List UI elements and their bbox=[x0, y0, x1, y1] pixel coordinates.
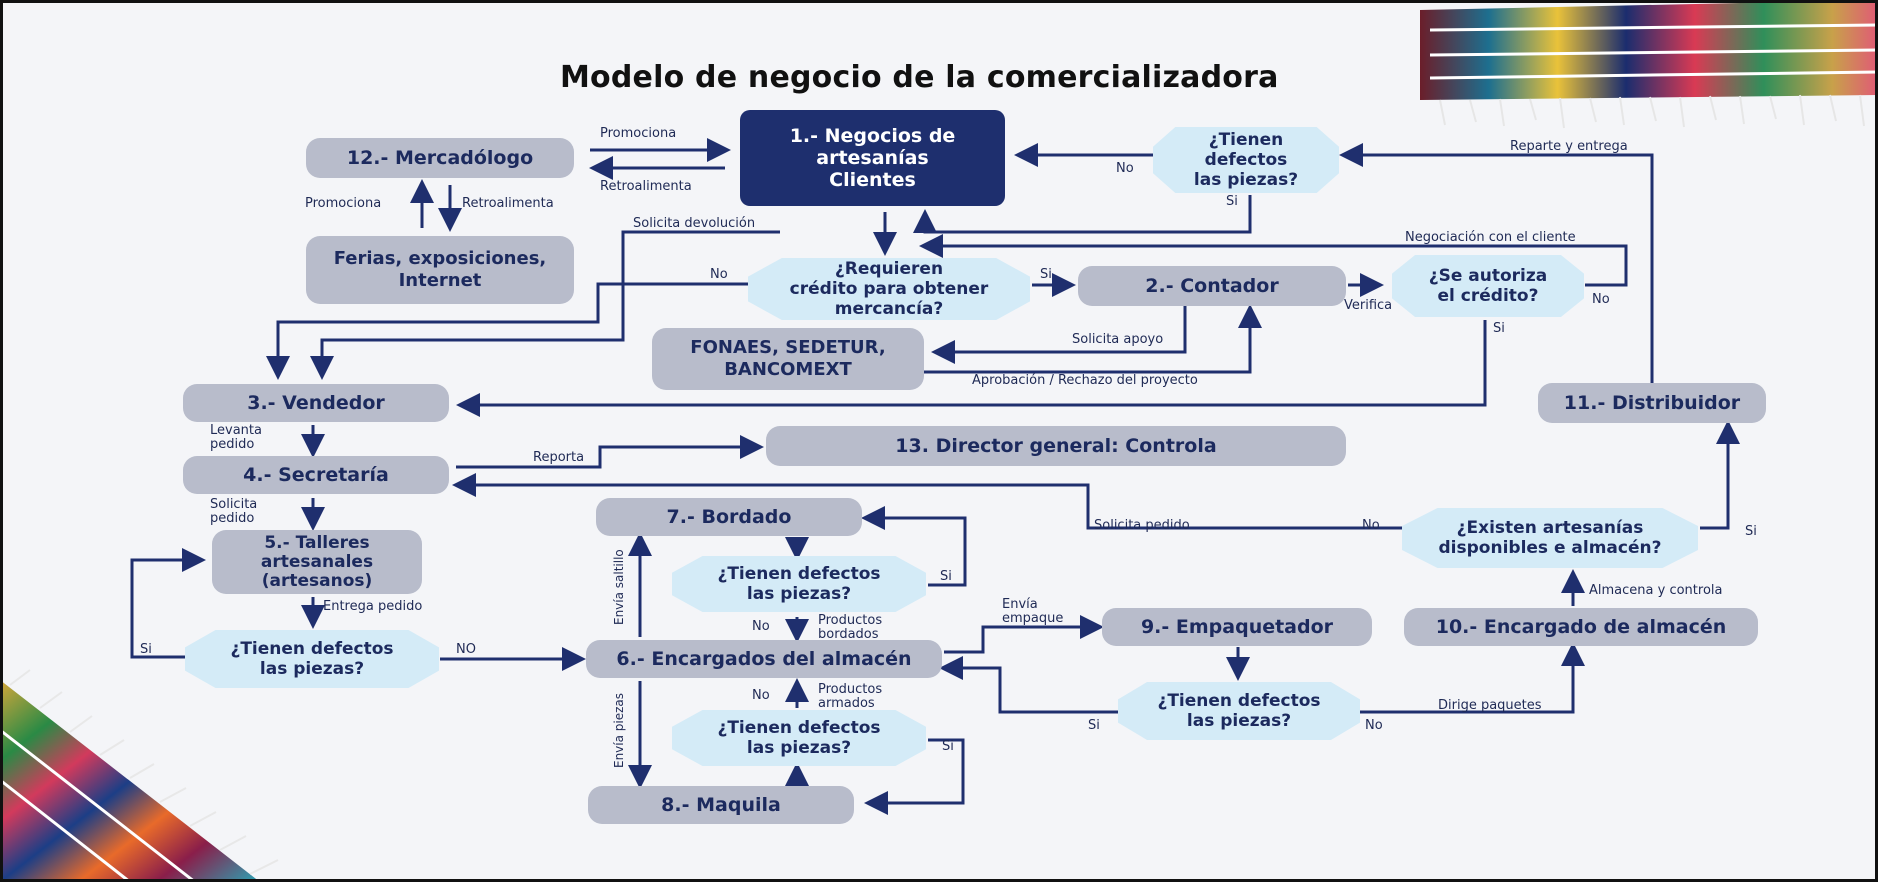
sarape-fabric-bottom-left bbox=[0, 669, 279, 882]
node-2-contador: 2.- Contador bbox=[1078, 266, 1346, 306]
label-aprobacion: Aprobación / Rechazo del proyecto bbox=[972, 373, 1198, 388]
decision-credito: ¿Requieren crédito para obtener mercancí… bbox=[748, 258, 1030, 320]
label-negociacion: Negociación con el cliente bbox=[1405, 230, 1576, 245]
label-levanta: Levanta pedido bbox=[210, 423, 262, 452]
diagram-title: Modelo de negocio de la comercializadora bbox=[560, 60, 1279, 95]
label-promociona-side: Promociona bbox=[305, 196, 382, 211]
node-fonaes: FONAES, SEDETUR, BANCOMEXT bbox=[652, 328, 924, 390]
label-reparte: Reparte y entrega bbox=[1510, 139, 1628, 154]
decision-defectos-empaque: ¿Tienen defectos las piezas? bbox=[1118, 682, 1360, 740]
node-13-director: 13. Director general: Controla bbox=[766, 426, 1346, 466]
decision-defectos-maquila: ¿Tienen defectos las piezas? bbox=[672, 710, 926, 766]
label-no-credito: No bbox=[710, 267, 728, 282]
node-4-secretaria: 4.- Secretaría bbox=[183, 456, 449, 494]
label-si-defectos-top: Si bbox=[1226, 194, 1238, 209]
node-3-vendedor: 3.- Vendedor bbox=[183, 384, 449, 422]
label-si-bordado: Si bbox=[940, 569, 952, 584]
label-solicita-devolucion: Solicita devolución bbox=[633, 216, 756, 231]
decision-defectos-top: ¿Tienen defectos las piezas? bbox=[1153, 127, 1339, 193]
label-solicita-pedido-4: Solicita pedido bbox=[210, 497, 258, 526]
label-si-empaque: Si bbox=[1088, 718, 1100, 733]
label-no-maquila: No bbox=[752, 688, 770, 703]
label-dirige: Dirige paquetes bbox=[1438, 698, 1542, 713]
label-productos-bordados: Productos bordados bbox=[818, 613, 883, 642]
decision-existen: ¿Existen artesanías disponibles e almacé… bbox=[1402, 508, 1698, 568]
label-almacena: Almacena y controla bbox=[1589, 583, 1723, 598]
label-no-defectos-top: No bbox=[1116, 161, 1134, 176]
label-si-autoriza: Si bbox=[1493, 321, 1505, 336]
label-no-existen: No bbox=[1362, 518, 1380, 533]
label-si-maquila: Si bbox=[942, 739, 954, 754]
decision-defectos-bordado: ¿Tienen defectos las piezas? bbox=[672, 556, 926, 612]
label-envia-empaque: Envía empaque bbox=[1002, 597, 1064, 626]
node-ferias: Ferias, exposiciones, Internet bbox=[306, 236, 574, 304]
label-entrega-pedido: Entrega pedido bbox=[323, 599, 423, 614]
label-envia-saltillo: Envía saltillo bbox=[612, 549, 626, 625]
node-10-almacen: 10.- Encargado de almacén bbox=[1404, 608, 1758, 646]
label-retroalimenta-side: Retroalimenta bbox=[462, 196, 554, 211]
node-1-clientes: 1.- Negocios de artesanías Clientes bbox=[740, 110, 1005, 206]
label-reporta: Reporta bbox=[533, 450, 585, 465]
node-8-maquila: 8.- Maquila bbox=[588, 786, 854, 824]
label-productos-armados: Productos armados bbox=[818, 682, 883, 711]
node-6-encargados: 6.- Encargados del almacén bbox=[586, 640, 942, 678]
label-retroalimenta-top: Retroalimenta bbox=[600, 179, 692, 194]
label-envia-piezas: Envía piezas bbox=[612, 692, 626, 768]
label-no-autoriza: No bbox=[1592, 292, 1610, 307]
node-12-mercadologo: 12.- Mercadólogo bbox=[306, 138, 574, 178]
decision-autoriza: ¿Se autoriza el crédito? bbox=[1392, 255, 1584, 317]
node-9-empaquetador: 9.- Empaquetador bbox=[1102, 608, 1372, 646]
decision-defectos-talleres: ¿Tienen defectos las piezas? bbox=[185, 630, 439, 688]
label-si-existen: Si bbox=[1745, 524, 1757, 539]
node-5-talleres: 5.- Talleres artesanales (artesanos) bbox=[212, 530, 422, 594]
label-si-talleres: Si bbox=[140, 642, 152, 657]
label-solicita-pedido: Solicita pedido bbox=[1094, 518, 1190, 533]
label-verifica: Verifica bbox=[1344, 298, 1393, 313]
label-promociona-top: Promociona bbox=[600, 126, 677, 141]
sarape-fabric-top-right bbox=[1420, 0, 1878, 129]
node-7-bordado: 7.- Bordado bbox=[596, 498, 862, 536]
label-solicita-apoyo: Solicita apoyo bbox=[1072, 332, 1164, 347]
node-11-distribuidor: 11.- Distribuidor bbox=[1538, 383, 1766, 423]
label-no-talleres: NO bbox=[456, 642, 476, 657]
label-no-empaque: No bbox=[1365, 718, 1383, 733]
label-no-bordado: No bbox=[752, 619, 770, 634]
label-si-credito: Si bbox=[1040, 267, 1052, 282]
